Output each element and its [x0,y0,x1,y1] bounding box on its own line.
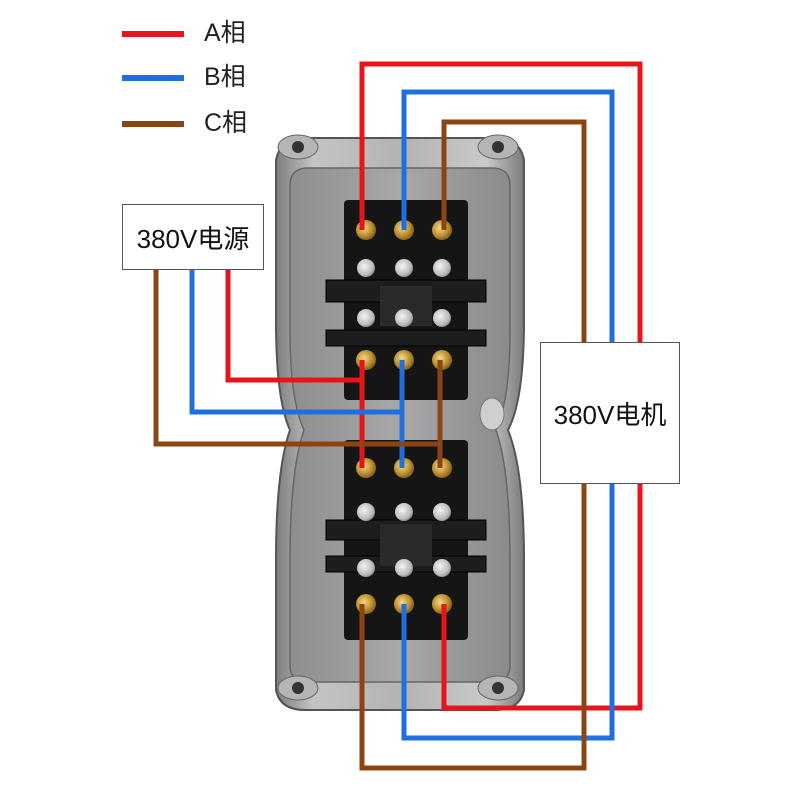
lower-terminal-block [325,440,487,640]
wire-phase-a [225,61,643,711]
motor-box: 380V电机 [540,342,680,484]
legend-label-c: C相 [204,109,248,137]
legend-label-b: B相 [204,63,246,91]
mounting-hole-icon [277,134,519,701]
wire-phase-c [153,119,587,771]
power-source-label: 380V电源 [136,223,250,254]
upper-terminal-block [325,200,487,400]
wire-phase-b [189,89,615,741]
power-source-box: 380V电源 [122,204,264,270]
motor-label: 380V电机 [553,399,667,430]
legend-label-a: A相 [204,19,246,47]
